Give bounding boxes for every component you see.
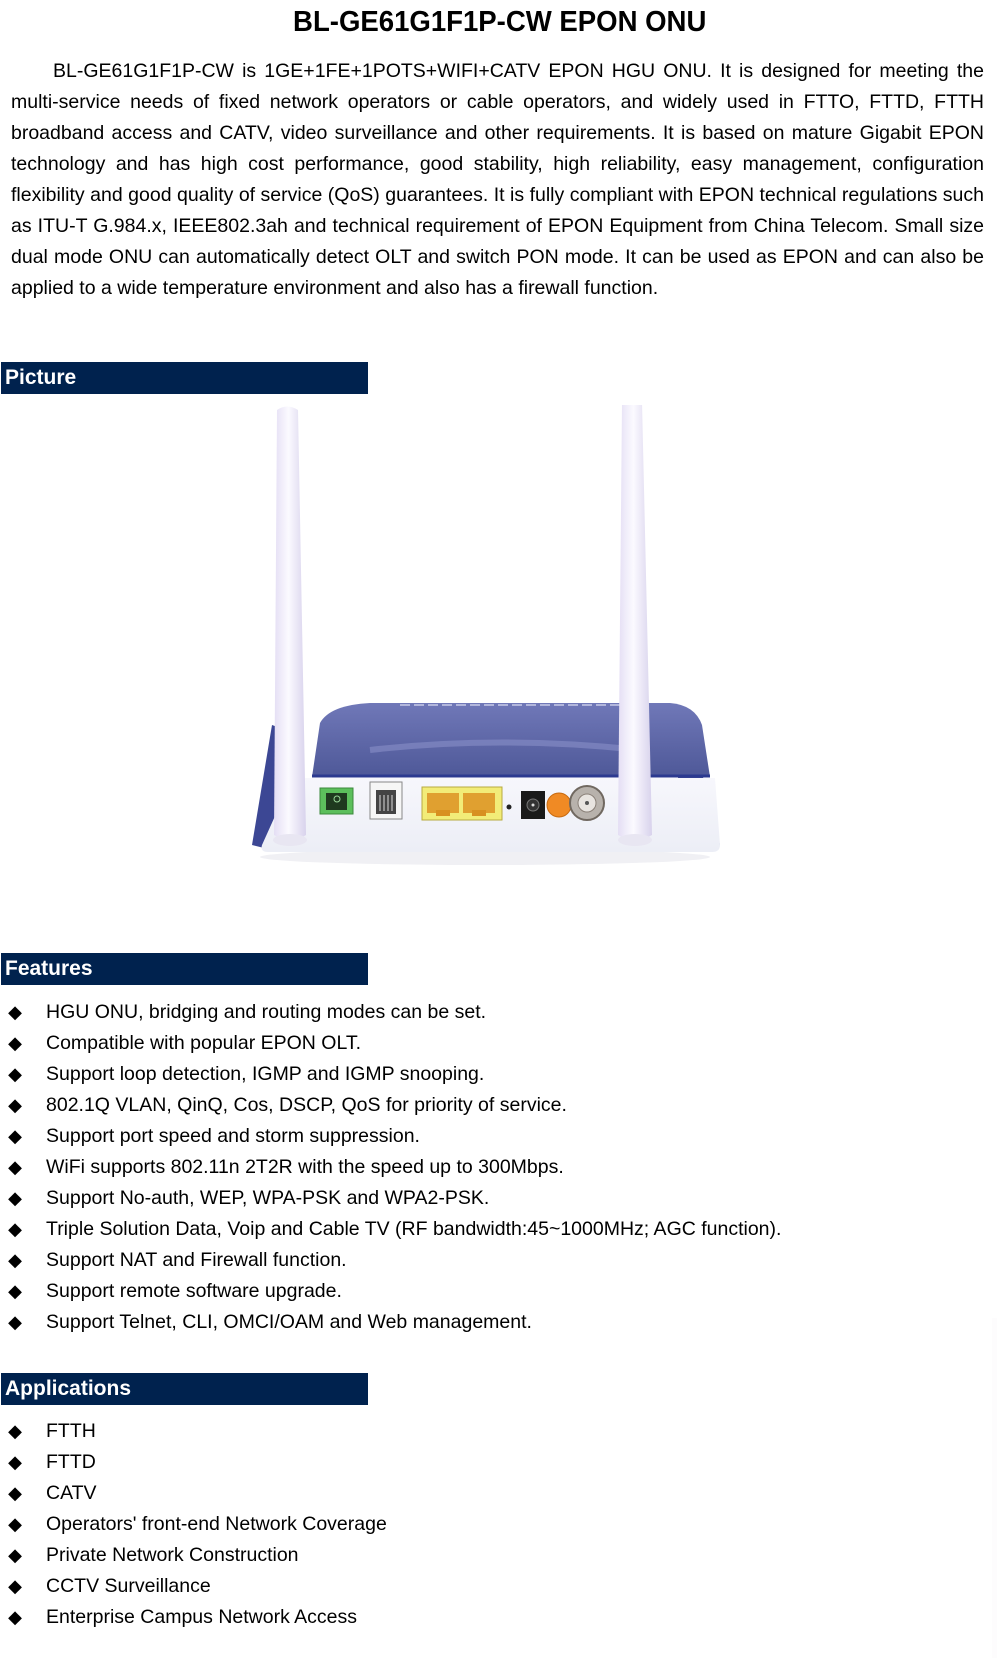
section-heading-picture: Picture [1, 362, 368, 394]
right-antenna-icon [618, 398, 652, 846]
diamond-bullet-icon: ◆ [8, 1312, 22, 1332]
diamond-bullet-icon: ◆ [8, 1064, 22, 1084]
diamond-bullet-icon: ◆ [8, 1514, 22, 1534]
diamond-bullet-icon: ◆ [8, 1219, 22, 1239]
diamond-bullet-icon: ◆ [8, 1607, 22, 1627]
applications-list: ◆FTTH ◆FTTD ◆CATV ◆Operators' front-end … [0, 1416, 387, 1633]
phone-port-icon [369, 781, 403, 820]
list-item: ◆Triple Solution Data, Voip and Cable TV… [0, 1214, 781, 1245]
list-item: ◆CATV [0, 1478, 387, 1509]
list-item: ◆WiFi supports 802.11n 2T2R with the spe… [0, 1152, 781, 1183]
lan-ports-icon [421, 786, 503, 821]
list-item: ◆Enterprise Campus Network Access [0, 1602, 387, 1633]
intro-paragraph: BL-GE61G1F1P-CW is 1GE+1FE+1POTS+WIFI+CA… [11, 60, 984, 299]
list-item: ◆Compatible with popular EPON OLT. [0, 1028, 781, 1059]
list-item: ◆Support loop detection, IGMP and IGMP s… [0, 1059, 781, 1090]
diamond-bullet-icon: ◆ [8, 1421, 22, 1441]
section-heading-features: Features [1, 953, 368, 985]
list-item: ◆Support remote software upgrade. [0, 1276, 781, 1307]
list-item: ◆HGU ONU, bridging and routing modes can… [0, 997, 781, 1028]
diamond-bullet-icon: ◆ [8, 1126, 22, 1146]
diamond-bullet-icon: ◆ [8, 1452, 22, 1472]
diamond-bullet-icon: ◆ [8, 1281, 22, 1301]
list-item: ◆Private Network Construction [0, 1540, 387, 1571]
power-button-icon [546, 792, 572, 818]
edge-shade [992, 1318, 997, 1658]
section-heading-applications: Applications [1, 1373, 368, 1405]
product-image [250, 398, 730, 905]
list-item: ◆Operators' front-end Network Coverage [0, 1509, 387, 1540]
list-item: ◆FTTH [0, 1416, 387, 1447]
diamond-bullet-icon: ◆ [8, 1157, 22, 1177]
left-antenna-icon [273, 406, 307, 846]
list-item: ◆Support Telnet, CLI, OMCI/OAM and Web m… [0, 1307, 781, 1338]
diamond-bullet-icon: ◆ [8, 1576, 22, 1596]
diamond-bullet-icon: ◆ [8, 1033, 22, 1053]
diamond-bullet-icon: ◆ [8, 1188, 22, 1208]
reset-hole-icon [506, 804, 512, 810]
list-item: ◆FTTD [0, 1447, 387, 1478]
diamond-bullet-icon: ◆ [8, 1002, 22, 1022]
list-item: ◆Support No-auth, WEP, WPA-PSK and WPA2-… [0, 1183, 781, 1214]
catv-port-icon [569, 785, 605, 821]
list-item: ◆802.1Q VLAN, QinQ, Cos, DSCP, QoS for p… [0, 1090, 781, 1121]
diamond-bullet-icon: ◆ [8, 1545, 22, 1565]
list-item: ◆CCTV Surveillance [0, 1571, 387, 1602]
diamond-bullet-icon: ◆ [8, 1250, 22, 1270]
pon-port-icon [319, 787, 354, 815]
diamond-bullet-icon: ◆ [8, 1095, 22, 1115]
list-item: ◆Support NAT and Firewall function. [0, 1245, 781, 1276]
diamond-bullet-icon: ◆ [8, 1483, 22, 1503]
list-item: ◆Support port speed and storm suppressio… [0, 1121, 781, 1152]
power-jack-icon [521, 791, 545, 819]
features-list: ◆HGU ONU, bridging and routing modes can… [0, 997, 781, 1338]
document-title: BL-GE61G1F1P-CW EPON ONU [293, 6, 707, 38]
